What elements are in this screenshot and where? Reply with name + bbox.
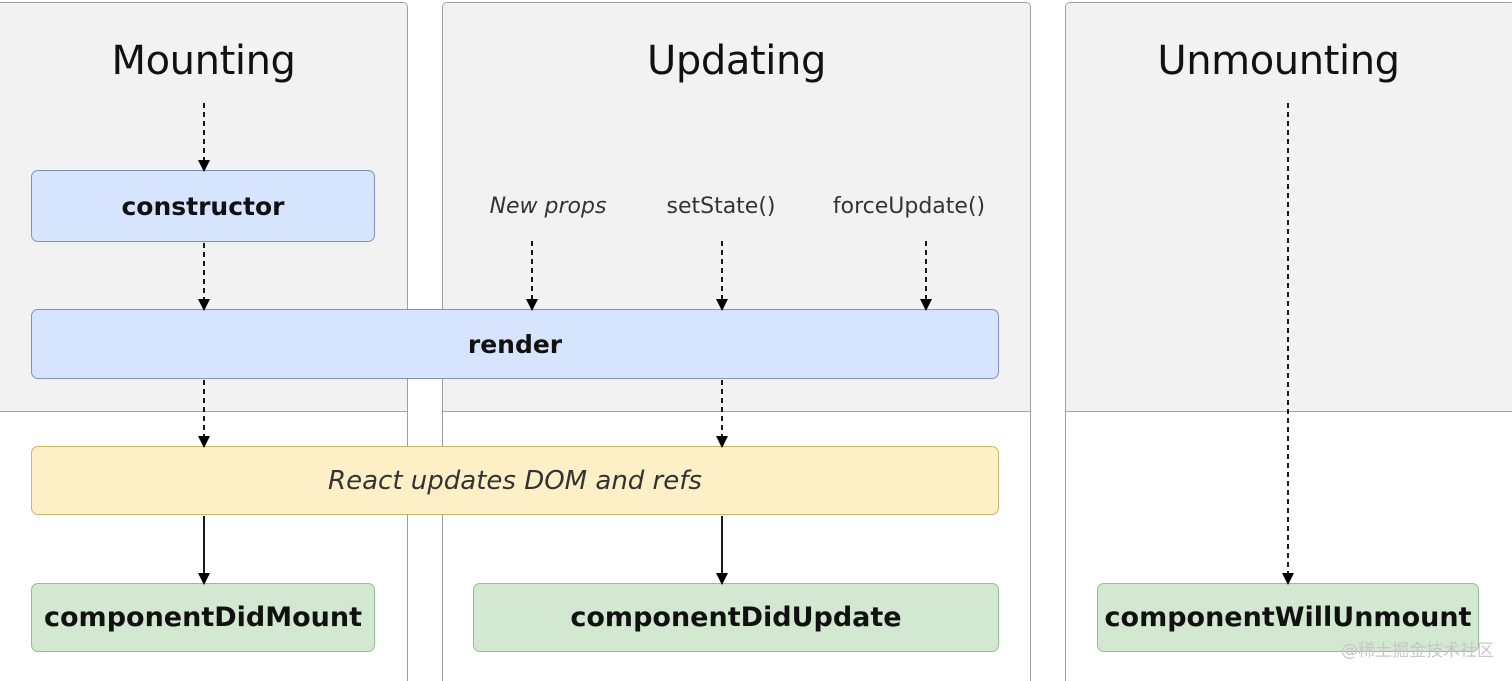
mounting-phase-title: Mounting xyxy=(111,38,296,84)
trigger-force-update: forceUpdate() xyxy=(832,194,986,219)
react-updates-dom-box: React updates DOM and refs xyxy=(31,446,999,515)
unmounting-phase-header-area xyxy=(1066,3,1512,412)
unmounting-phase-panel: Unmounting xyxy=(1065,2,1512,681)
component-did-mount-box: componentDidMount xyxy=(31,583,375,652)
watermark-text: @稀土掘金技术社区 xyxy=(1341,641,1494,661)
trigger-new-props: New props xyxy=(489,194,607,219)
unmounting-phase-title: Unmounting xyxy=(1157,38,1400,84)
trigger-set-state: setState() xyxy=(666,194,776,219)
component-did-update-box: componentDidUpdate xyxy=(473,583,999,652)
component-will-unmount-box: componentWillUnmount xyxy=(1097,583,1479,652)
render-box: render xyxy=(31,309,999,379)
updating-phase-title: Updating xyxy=(647,38,826,84)
constructor-box: constructor xyxy=(31,170,375,242)
